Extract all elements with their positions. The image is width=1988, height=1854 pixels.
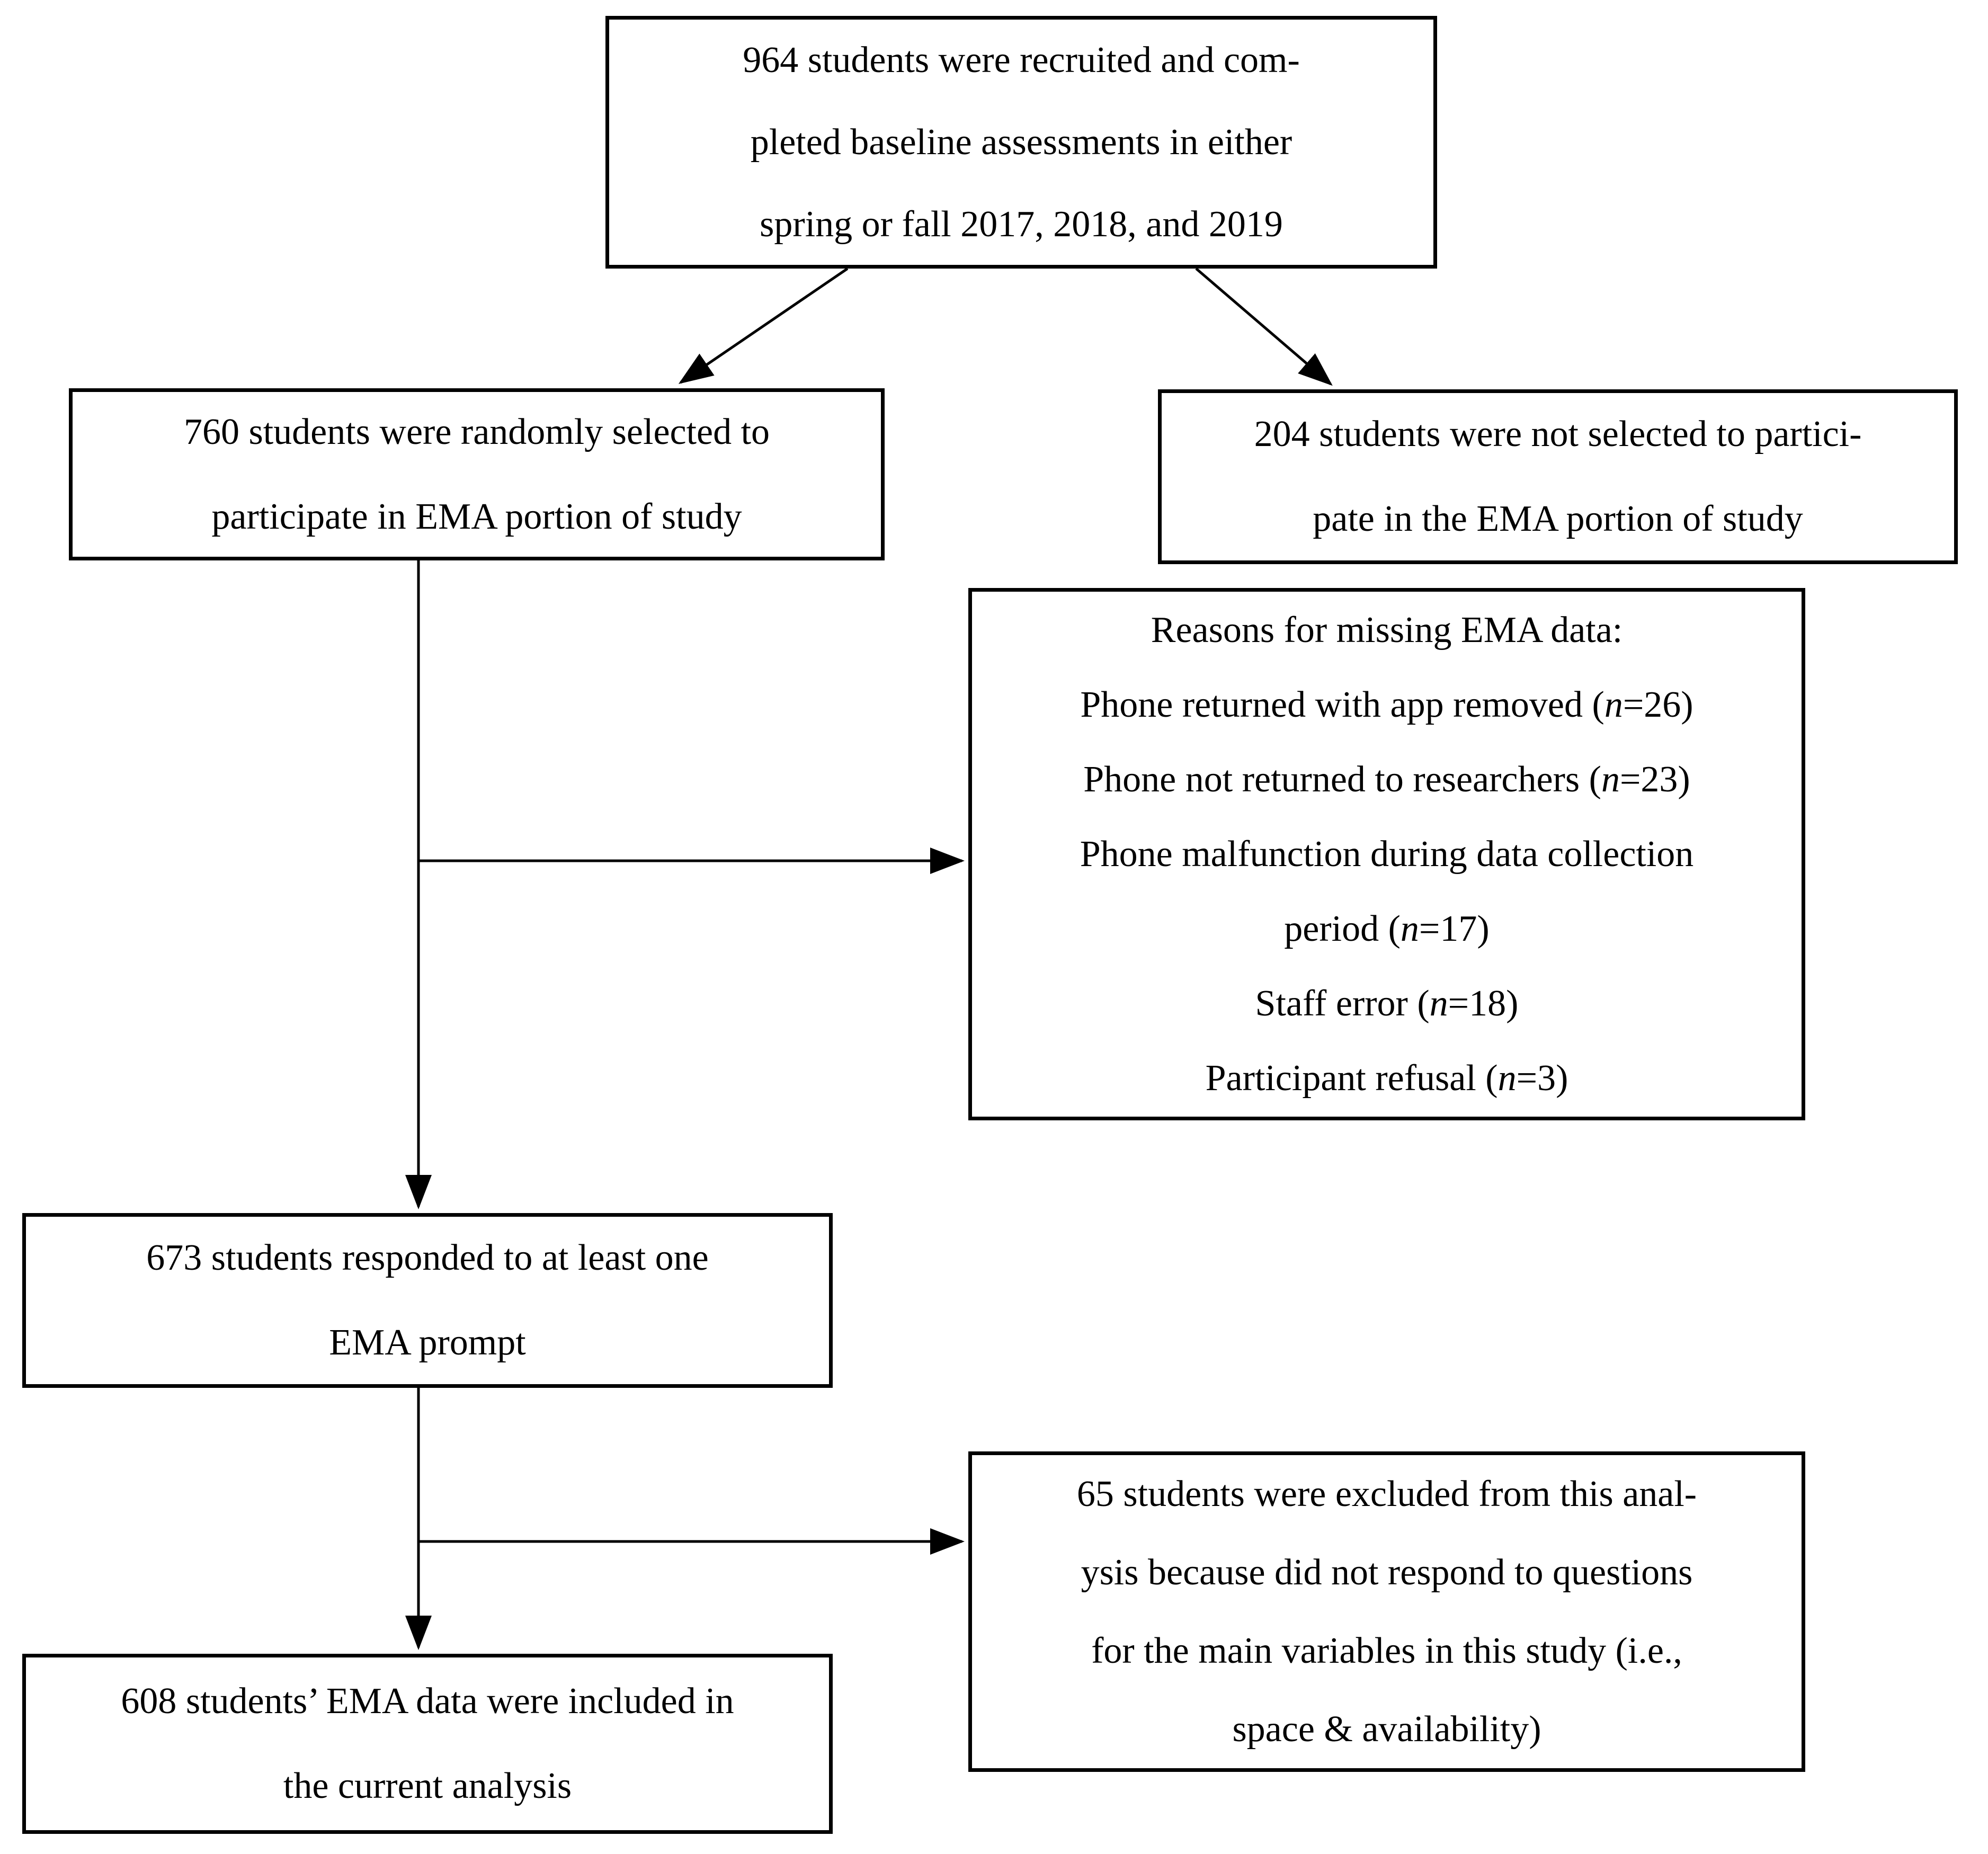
box-excluded-line-1: 65 students were excluded from this anal… <box>1076 1473 1697 1514</box>
box-recruited-line-2: pleted baseline assessments in either <box>750 122 1292 163</box>
arrow-recruited-to-notselected <box>1195 268 1333 386</box>
box-responded-line-2: EMA prompt <box>329 1322 526 1363</box>
box-selected-line-2: participate in EMA portion of study <box>211 496 742 537</box>
box-excluded-line-4: space & availability) <box>1232 1708 1541 1750</box>
box-not-selected-line-2: pate in the EMA portion of study <box>1313 498 1803 539</box>
box-included-line-1: 608 students’ EMA data were included in <box>121 1681 734 1722</box>
box-recruited: 964 students were recruited and com- ple… <box>605 16 1437 269</box>
box-selected-line-1: 760 students were randomly selected to <box>183 411 770 452</box>
arrow-recruited-to-selected <box>678 267 849 384</box>
box-reasons-line-7: Participant refusal (n=3) <box>1205 1058 1568 1099</box>
box-not-selected-line-1: 204 students were not selected to partic… <box>1254 414 1862 454</box>
box-reasons-line-6: Staff error (n=18) <box>1255 983 1519 1024</box>
box-reasons-line-1: Reasons for missing EMA data: <box>1151 610 1623 650</box>
box-excluded: 65 students were excluded from this anal… <box>968 1451 1805 1772</box>
box-missing-ema-reasons: Reasons for missing EMA data: Phone retu… <box>968 588 1805 1120</box>
box-not-selected: 204 students were not selected to partic… <box>1158 389 1958 564</box>
box-included-line-2: the current analysis <box>283 1766 572 1806</box>
box-reasons-line-2: Phone returned with app removed (n=26) <box>1080 684 1693 725</box>
box-reasons-line-4: Phone malfunction during data collection <box>1080 834 1694 875</box>
box-reasons-line-5: period (n=17) <box>1284 908 1490 949</box>
box-recruited-line-3: spring or fall 2017, 2018, and 2019 <box>760 204 1283 245</box>
box-excluded-line-2: ysis because did not respond to question… <box>1081 1552 1693 1593</box>
box-excluded-line-3: for the main variables in this study (i.… <box>1091 1630 1682 1671</box>
box-recruited-line-1: 964 students were recruited and com- <box>743 40 1300 81</box>
box-responded-line-1: 673 students responded to at least one <box>146 1237 709 1278</box>
box-selected: 760 students were randomly selected to p… <box>69 388 885 560</box>
box-reasons-line-3: Phone not returned to researchers (n=23) <box>1083 759 1690 800</box>
box-included: 608 students’ EMA data were included in … <box>22 1654 833 1834</box>
box-responded: 673 students responded to at least one E… <box>22 1213 833 1388</box>
